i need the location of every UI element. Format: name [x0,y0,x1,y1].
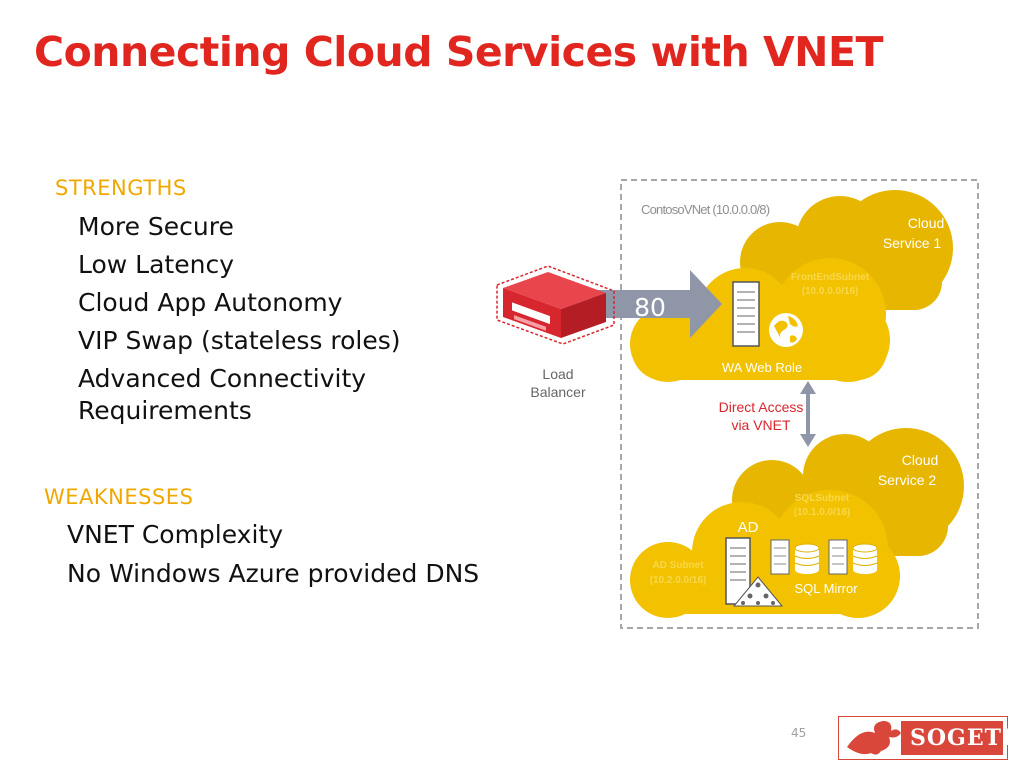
ad-subnet-cidr: (10.2.0.0/16) [650,575,707,586]
strength-item: VIP Swap (stateless roles) [78,326,401,355]
globe-icon [769,313,803,347]
server-icon [828,539,848,575]
strength-item: Cloud App Autonomy [78,288,343,317]
cloud2-label: Cloud [902,452,939,468]
sogeti-logo-text: SOGETI [910,725,1014,751]
sql-subnet-cidr: (10.1.0.0/16) [794,507,851,518]
strengths-heading: STRENGTHS [55,176,187,200]
port-arrow [592,270,722,338]
page-number: 45 [791,726,807,740]
cloud1-label: Cloud [908,215,945,231]
cloud1-label: Service 1 [883,235,942,251]
load-balancer-label: Load [542,366,573,382]
direct-access-label: via VNET [731,417,791,433]
server-icon [725,537,751,605]
ad-subnet-label: AD Subnet [652,560,704,571]
load-balancer-label: Balancer [530,384,586,400]
web-role-label: WA Web Role [722,360,802,375]
weakness-item: No Windows Azure provided DNS [67,559,480,588]
strength-item: Advanced Connectivity [78,364,367,393]
sogeti-logo [838,716,1008,760]
ad-tree-icon [732,576,784,607]
database-icon [852,543,878,574]
strength-item: More Secure [78,212,234,241]
direct-access-label: Direct Access [719,399,804,415]
page-title: Connecting Cloud Services with VNET [34,28,883,76]
vnet-label: ContosoVNet (10.0.0.0/8) [641,202,770,217]
server-icon [732,281,760,347]
cloud-service-1 [630,190,953,382]
database-icon [794,543,820,574]
direct-access-arrow [800,381,816,447]
load-balancer-icon [496,265,615,345]
weakness-item: VNET Complexity [67,520,284,549]
port-label: 80 [634,293,666,322]
sogeti-logo-icon [847,721,1003,755]
frontend-subnet-label: FrontEndSubnet [791,272,870,283]
weaknesses-heading: WEAKNESSES [44,485,194,509]
vnet-boundary [620,179,979,629]
server-icon [770,539,790,575]
strength-item: Requirements [78,396,252,425]
ad-label: AD [738,519,759,536]
sql-subnet-label: SQLSubnet [795,493,850,504]
frontend-subnet-cidr: (10.0.0.0/16) [802,286,859,297]
cloud2-label: Service 2 [878,472,937,488]
strength-item: Low Latency [78,250,234,279]
sql-mirror-label: SQL Mirror [794,581,858,596]
